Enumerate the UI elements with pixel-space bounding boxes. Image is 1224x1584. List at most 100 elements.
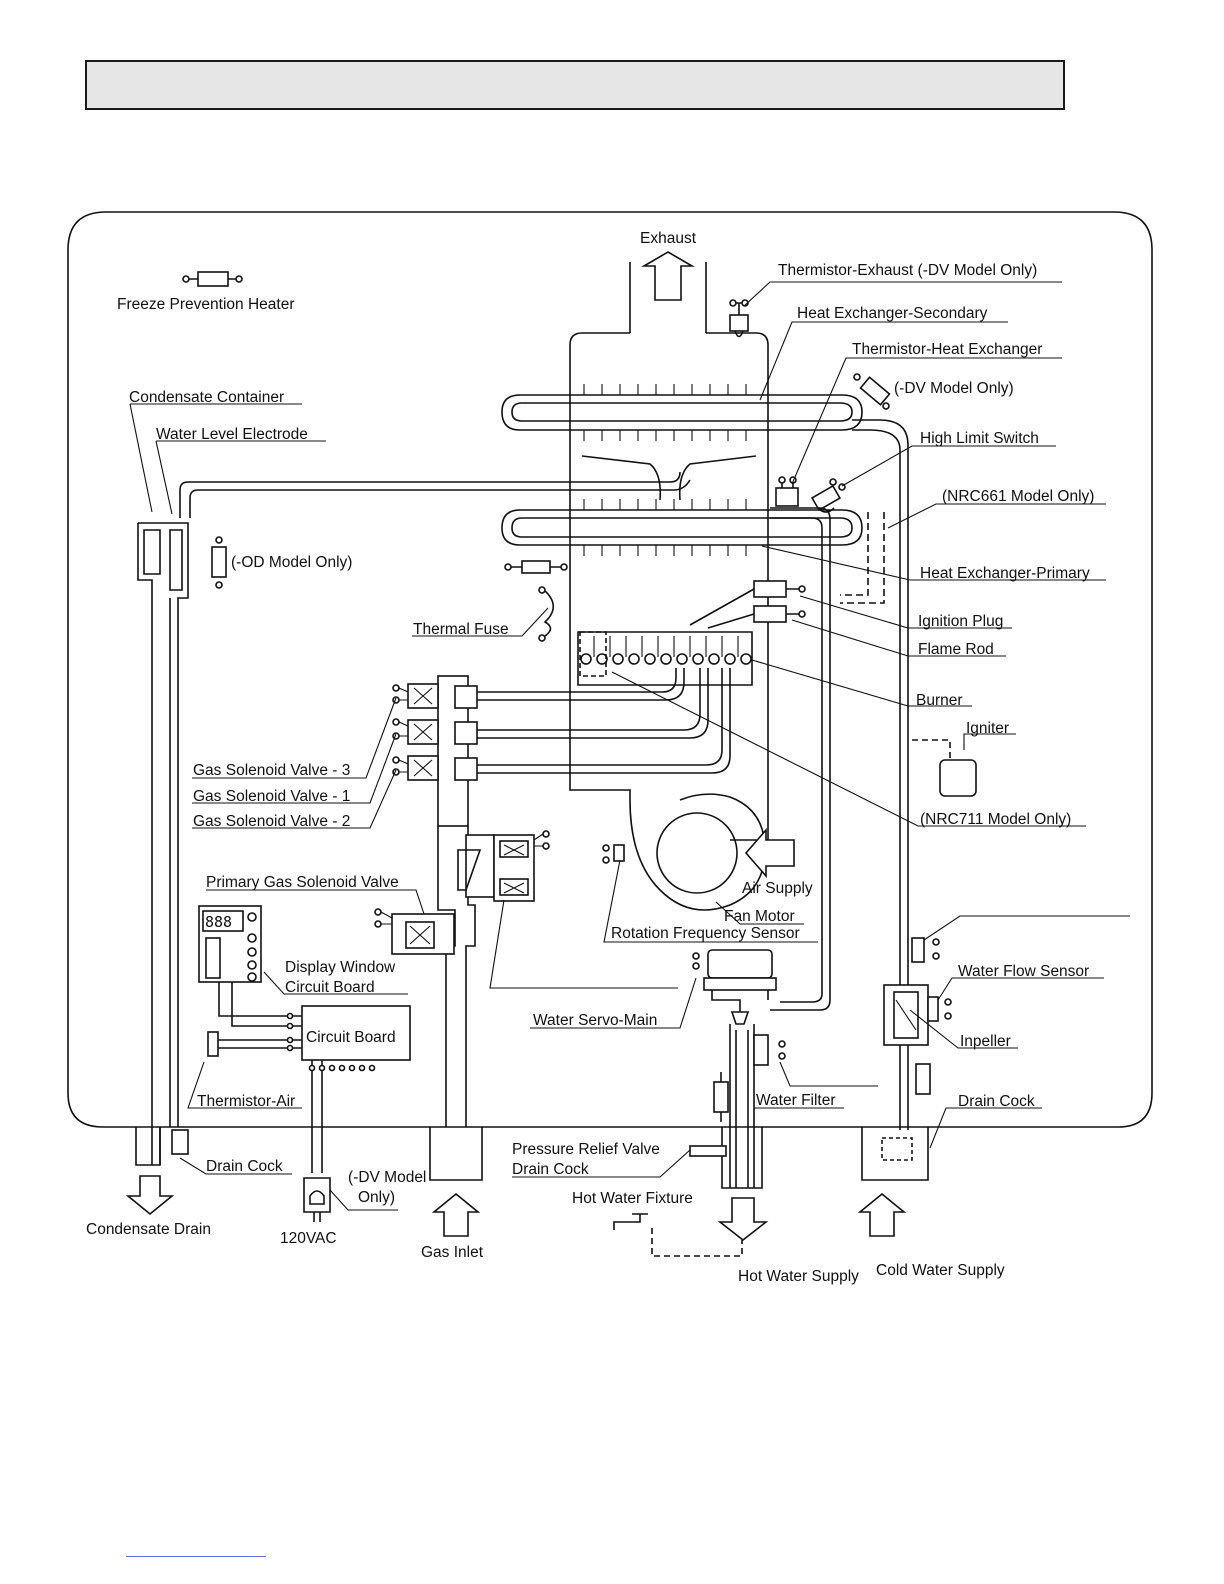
cold-inlet-resistor <box>915 1063 931 1095</box>
condensate-container <box>137 522 189 1165</box>
label-freeze-prevention-heater: Freeze Prevention Heater <box>117 296 294 313</box>
label-burner: Burner <box>916 692 963 709</box>
label-circuit-board: Circuit Board <box>306 1029 396 1046</box>
hot-outlet-pipe <box>770 507 831 1011</box>
leader-lines <box>129 281 1130 1211</box>
label-pressure-relief-valve: Pressure Relief Valve <box>512 1141 660 1158</box>
label-drain-cock-right: Drain Cock <box>958 1093 1035 1110</box>
gas-regulator <box>457 830 550 902</box>
drain-cock-body <box>171 1129 189 1155</box>
gas-solenoid-stack <box>407 675 478 827</box>
cold-water-supply-arrow <box>857 1192 907 1237</box>
label-water-flow-sensor: Water Flow Sensor <box>958 963 1089 980</box>
label-heat-exchanger-secondary: Heat Exchanger-Secondary <box>797 305 988 322</box>
label-cold-water-supply: Cold Water Supply <box>876 1262 1005 1279</box>
burner-assembly <box>577 631 753 686</box>
cold-drain-cock <box>881 1137 913 1161</box>
flame-rod-body <box>753 605 787 623</box>
od-heater <box>211 546 227 578</box>
label-dv-model-only: (-DV Model Only) <box>894 380 1014 397</box>
label-primary-gas-solenoid-valve: Primary Gas Solenoid Valve <box>206 874 399 891</box>
label-od-model-only: (-OD Model Only) <box>231 554 352 571</box>
label-gas-inlet: Gas Inlet <box>421 1244 484 1261</box>
water-servo-main-unit <box>692 949 777 1025</box>
label-fan-motor: Fan Motor <box>724 908 795 925</box>
power-plug <box>303 1177 331 1222</box>
circuit-wiring <box>216 982 323 1173</box>
display-window-board: 888 <box>198 905 262 983</box>
prv-resistor <box>713 1081 729 1113</box>
nrc661-bypass <box>840 512 885 604</box>
label-dv-model-line1: (-DV Model <box>348 1169 426 1186</box>
thermistor-heat-exchanger-sensor <box>775 476 799 507</box>
air-supply-arrow <box>744 827 795 879</box>
label-drain-cock-left: Drain Cock <box>206 1158 283 1175</box>
label-ignition-plug: Ignition Plug <box>918 613 1003 630</box>
label-display-window: Display Window <box>285 959 396 976</box>
thermal-fuse <box>543 589 555 637</box>
condensate-drain-arrow <box>125 1175 175 1216</box>
high-limit-switch <box>811 478 846 513</box>
circuit-board-box <box>301 1005 411 1061</box>
label-flame-rod: Flame Rod <box>918 641 994 658</box>
label-exhaust: Exhaust <box>640 230 697 247</box>
exhaust-arrow <box>641 251 695 301</box>
board-terminals <box>286 1012 376 1072</box>
exhaust-collar <box>629 262 707 333</box>
hot-water-supply-arrow <box>717 1197 769 1242</box>
label-rotation-frequency-sensor: Rotation Frequency Sensor <box>611 925 800 942</box>
label-thermistor-heat-exchanger: Thermistor-Heat Exchanger <box>852 341 1042 358</box>
label-high-limit-switch: High Limit Switch <box>920 430 1039 447</box>
label-gas-solenoid-valve-1: Gas Solenoid Valve - 1 <box>193 788 350 805</box>
label-drain-cock-prv: Drain Cock <box>512 1161 589 1178</box>
label-dv-model-line2: Only) <box>358 1189 395 1206</box>
display-digits: 888 <box>205 913 232 931</box>
thermistor-air-sensor <box>207 1031 219 1057</box>
label-water-level-electrode: Water Level Electrode <box>156 426 308 443</box>
label-condensate-drain: Condensate Drain <box>86 1221 211 1238</box>
label-display-circuit-board: Circuit Board <box>285 979 375 996</box>
water-flow-sensor-unit <box>883 937 952 1046</box>
fan-housing <box>602 793 766 911</box>
hot-water-fixture-symbol <box>613 1213 648 1230</box>
heat-exchanger-fins <box>583 384 747 556</box>
label-thermistor-air: Thermistor-Air <box>197 1093 295 1110</box>
gas-inlet-arrow <box>431 1192 481 1237</box>
label-air-supply: Air Supply <box>742 880 813 897</box>
water-return-pipe <box>852 419 909 1130</box>
diagram-labels: Exhaust Thermistor-Exhaust (-DV Model On… <box>86 230 1094 1285</box>
label-igniter: Igniter <box>966 720 1009 737</box>
label-heat-exchanger-primary: Heat Exchanger-Primary <box>920 565 1090 582</box>
condensate-top-pipe <box>179 471 691 518</box>
unit-housing <box>67 211 1153 1128</box>
label-gas-solenoid-valve-2: Gas Solenoid Valve - 2 <box>193 813 350 830</box>
label-hot-water-supply: Hot Water Supply <box>738 1268 859 1285</box>
freeze-prevention-heater-symbol <box>182 271 243 287</box>
igniter-lead <box>912 739 951 760</box>
igniter-unit <box>939 759 977 797</box>
label-nrc711-model-only: (NRC711 Model Only) <box>920 811 1071 828</box>
heat-exchanger-primary-coil <box>501 509 863 546</box>
header-bar <box>85 60 1065 110</box>
primary-gas-solenoid-valve <box>374 908 455 955</box>
dv-model-sensor <box>853 373 891 410</box>
ignition-plug-body <box>753 580 787 598</box>
label-hot-water-fixture: Hot Water Fixture <box>572 1190 693 1207</box>
label-nrc661-model-only: (NRC661 Model Only) <box>942 488 1094 505</box>
label-water-servo-main: Water Servo-Main <box>533 1012 657 1029</box>
label-condensate-container: Condensate Container <box>129 389 284 406</box>
footer-link-underline <box>126 1556 266 1557</box>
label-inpeller: Inpeller <box>960 1033 1011 1050</box>
heat-exchanger-secondary-coil <box>501 394 863 431</box>
pressure-relief-valve-body <box>689 1145 727 1157</box>
water-filter-unit <box>753 1034 769 1066</box>
label-thermistor-exhaust: Thermistor-Exhaust (-DV Model Only) <box>778 262 1037 279</box>
label-120vac: 120VAC <box>280 1230 337 1247</box>
label-gas-solenoid-valve-3: Gas Solenoid Valve - 3 <box>193 762 350 779</box>
heat-exchanger-body <box>569 332 769 841</box>
gas-manifold-pipes <box>476 668 731 774</box>
thermal-fuse-heater <box>521 560 551 574</box>
label-water-filter: Water Filter <box>756 1092 836 1109</box>
hot-water-outlet-pipe <box>729 1024 755 1188</box>
